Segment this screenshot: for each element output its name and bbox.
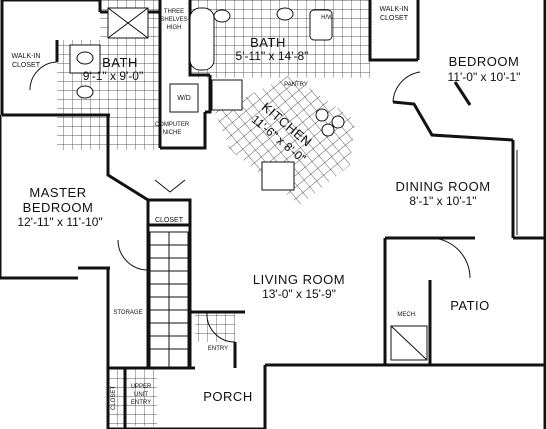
- dining-room-label: DINING ROOM: [395, 179, 490, 194]
- bifold-door: [154, 179, 186, 193]
- tiled-floors: [57, 0, 370, 426]
- sink-right: [213, 9, 231, 23]
- bedroom-label: BEDROOM: [449, 54, 520, 69]
- sink-left: [76, 51, 94, 65]
- kitchen-sink: [261, 161, 295, 191]
- walk-in-closet-left-label: CLOSET: [12, 62, 41, 69]
- living-room-label: LIVING ROOM: [253, 272, 345, 287]
- washer-dryer-label: W/D: [177, 95, 191, 102]
- toilet-right: [276, 7, 294, 21]
- sink-left-2: [76, 85, 94, 99]
- three-shelves-label: SHELVES: [160, 17, 187, 23]
- bath-right-label: BATH: [250, 35, 286, 50]
- burner: [315, 108, 329, 122]
- fridge: [211, 79, 243, 111]
- entry-label: ENTRY: [208, 346, 228, 352]
- bath-left-label: BATH: [102, 55, 138, 70]
- closet-bottom-label: CLOSET: [111, 386, 117, 410]
- door-swing: [29, 61, 58, 91]
- patio-label: PATIO: [450, 298, 490, 313]
- door-swing: [429, 237, 471, 279]
- upper-unit-entry-label: UPPER: [131, 384, 152, 390]
- stairs: [149, 231, 189, 368]
- water-heater-label: H/W: [321, 15, 333, 21]
- washer-dryer: [169, 83, 199, 113]
- small-labels: WALK-IN CLOSET WALK-IN CLOSET THREE SHEL…: [12, 6, 417, 410]
- walk-in-closet-right-label: CLOSET: [380, 15, 409, 22]
- details: [29, 7, 518, 368]
- burner: [331, 115, 345, 129]
- water-heater: [309, 9, 333, 41]
- master-bedroom-dims: 12'-11" x 11'-10": [17, 215, 102, 229]
- door-swing: [117, 239, 149, 271]
- computer-niche-label: COMPUTER: [155, 122, 190, 128]
- three-shelves-label: HIGH: [167, 25, 182, 31]
- door-swing: [392, 71, 421, 103]
- upper-entry-tile: [107, 368, 157, 426]
- walk-in-closet-left-label: WALK-IN: [12, 53, 41, 60]
- mech-label: MECH.: [397, 312, 417, 318]
- dining-room-dims: 8'-1" x 10'-1": [409, 194, 476, 208]
- kitchen-tile: [215, 75, 355, 205]
- upper-unit-entry-label: UNIT: [134, 392, 148, 398]
- door-swing: [206, 311, 236, 343]
- living-room-dims: 13'-0" x 15'-9": [262, 287, 336, 301]
- burner: [321, 123, 335, 137]
- computer-niche-label: NICHE: [163, 130, 182, 136]
- porch-label: PORCH: [203, 389, 252, 404]
- bathtub: [189, 7, 215, 71]
- three-shelves-label: THREE: [164, 9, 184, 15]
- walk-in-closet-right-label: WALK-IN: [380, 6, 409, 13]
- pantry-label: PANTRY: [284, 82, 308, 88]
- master-bedroom-label: BEDROOM: [23, 200, 94, 215]
- storage-label: STORAGE: [113, 310, 142, 316]
- master-bedroom-label: MASTER: [29, 185, 86, 200]
- entry-tile: [195, 312, 235, 342]
- vanity-left: [69, 44, 101, 74]
- closet-mid-label: CLOSET: [155, 217, 184, 224]
- upper-unit-entry-label: ENTRY: [131, 400, 151, 406]
- bath-left-dims: 9'-1" x 9'-0": [83, 69, 143, 83]
- bath-right-dims: 5'-11" x 14'-8": [236, 49, 309, 63]
- bedroom-dims: 11'-0" x 10'-1": [448, 70, 521, 84]
